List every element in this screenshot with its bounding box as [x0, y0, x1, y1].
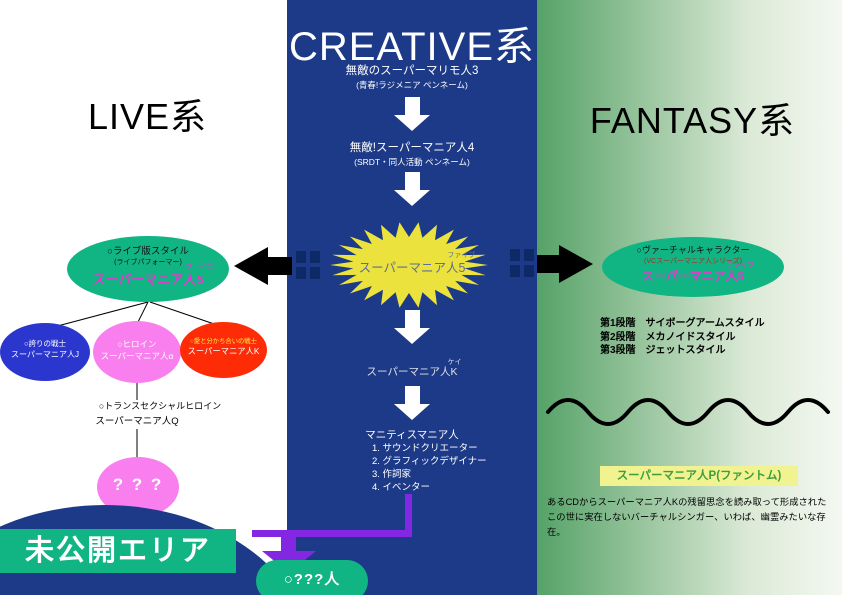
down-arrow-icon: [394, 97, 430, 131]
live-trans-line1: ○トランスセクシャルヒロイン: [98, 401, 222, 411]
live-style-line1: ○ライブ版スタイル: [107, 246, 189, 257]
creative-roles-list: 1. サウンドクリエーター 2. グラフィックデザイナー 3. 作詞家 4. イ…: [372, 442, 487, 494]
down-arrow-icon: [394, 386, 430, 420]
role-item: 2. グラフィックデザイナー: [372, 456, 487, 467]
fantasy-vc-name: ファイブ スーパーマニア人5: [641, 262, 755, 283]
phantom-highlight-label: スーパーマニア人P(ファントム): [600, 466, 798, 486]
dash-square: [510, 249, 520, 261]
stage-item: 第3段階 ジェットスタイル: [600, 345, 726, 356]
role-item: 4. イベンター: [372, 482, 431, 493]
live-style-node: ○ライブ版スタイル (ライブパフォーマー) ファイブ スーパーマニア人5: [67, 236, 229, 302]
left-arrow-icon: [234, 247, 268, 285]
role-item: 1. サウンドクリエーター: [372, 443, 478, 454]
live-style-line2: (ライブパフォーマー): [114, 259, 182, 266]
live-child-heroine: ○ヒロイン スーパーマニア人α: [93, 321, 181, 383]
live-child-love-warrior: ○愛と分かち合いの戦士 スーパーマニア人K: [180, 322, 267, 378]
creative-stage1-note: (青春!ラジメニア ペンネーム): [356, 80, 468, 90]
fantasy-vc-node: ○ヴァーチャルキャラクター (VCスーパーマニア人シリーズ) ファイブ スーパー…: [602, 237, 784, 297]
purple-arrow-stem: [281, 537, 296, 552]
down-arrow-icon: [394, 310, 430, 344]
dash-square: [296, 267, 306, 279]
bottom-mystery-pill: ○???人: [256, 560, 368, 595]
live-child-warrior: ○誇りの戦士 スーパーマニア人J: [0, 323, 90, 381]
dash-square: [524, 265, 534, 277]
creative-stage3-name: ケイ スーパーマニア人K: [366, 359, 462, 378]
right-arrow-shaft: [537, 255, 560, 273]
down-arrow-icon: [394, 172, 430, 206]
fantasy-description: あるCDからスーパーマニア人Kの残留思念を読み取って形成された この世に実在しな…: [547, 497, 827, 537]
right-arrow-icon: [559, 245, 593, 283]
starburst-ruby: ファイブ: [447, 252, 476, 259]
purple-connector-horizontal: [252, 530, 412, 537]
starburst-shape: [330, 222, 488, 308]
creative-section-title: CREATIVE系: [288, 25, 536, 69]
live-style-name: ファイブ スーパーマニア人5: [92, 264, 214, 287]
creative-stage4-name: マニティスマニア人: [365, 429, 459, 441]
creative-stage3-ruby: ケイ: [447, 359, 462, 366]
starburst-label: ファイブ スーパーマニア人5: [358, 252, 476, 275]
dash-square: [310, 251, 320, 263]
dash-square: [296, 251, 306, 263]
fantasy-stage-list: 第1段階 サイボーグアームスタイル 第2段階 メカノイドスタイル 第3段階 ジェ…: [600, 317, 765, 358]
stage-item: 第2段階 メカノイドスタイル: [600, 331, 736, 343]
fantasy-column-background: [537, 0, 842, 595]
dash-square: [524, 249, 534, 261]
creative-stage2-note: (SRDT・同人活動 ペンネーム): [354, 157, 470, 167]
creative-stage1-name: 無敵のスーパーマリモ人3: [345, 65, 479, 77]
fantasy-section-title: FANTASY系: [589, 100, 796, 141]
live-section-title: LIVE系: [87, 96, 208, 137]
live-trans-name: スーパーマニア人Q: [95, 416, 179, 427]
stage-item: 第1段階 サイボーグアームスタイル: [600, 318, 765, 329]
unreleased-area-label: 未公開エリア: [0, 529, 236, 573]
purple-connector-vertical: [405, 494, 412, 535]
left-arrow-shaft: [267, 257, 292, 275]
creative-stage2-name: 無敵!スーパーマニア人4: [349, 142, 475, 154]
role-item: 3. 作詞家: [372, 469, 412, 480]
dash-square: [310, 267, 320, 279]
dash-square: [510, 265, 520, 277]
